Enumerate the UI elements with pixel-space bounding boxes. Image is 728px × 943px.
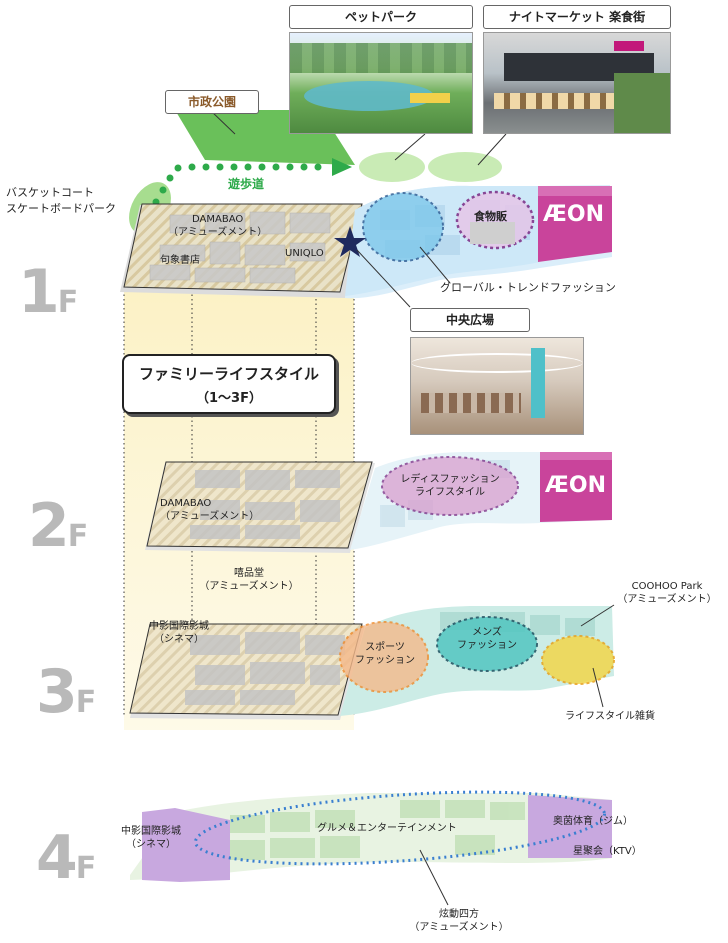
floor3-coohoo-line2: （アミューズメント）: [617, 594, 717, 605]
floor3-lifestyle-goods: ライフスタイル雑貨: [565, 711, 655, 722]
floor3-cinema: 中影国際影城 （シネマ）: [143, 620, 215, 646]
floor3-mens-line1: メンズ: [472, 627, 502, 638]
floor3-number: 3: [36, 657, 78, 727]
floor1-suffix: F: [57, 285, 78, 320]
family-floors: （1～3F）: [196, 391, 262, 406]
night-market-title: ナイトマーケット 楽食街: [483, 5, 671, 29]
aeon-block-1f: [538, 186, 612, 262]
floor4-cinema: 中影国際影城 （シネマ）: [112, 825, 190, 851]
floor3-xipin-line2: （アミューズメント）: [199, 581, 299, 592]
basketball-label-line1: バスケットコート: [6, 186, 94, 199]
city-park-title: 市政公園: [165, 90, 259, 114]
floor3-xipin-line1: 嘻品堂: [234, 568, 264, 579]
floor4-label: 4F: [36, 828, 96, 899]
central-plaza-star: [334, 226, 366, 257]
floor3-label: 3F: [36, 662, 96, 733]
floor1-damabao-line1: DAMABAO: [192, 214, 244, 225]
floor3-coohoo: COOHOO Park （アミューズメント）: [612, 580, 722, 606]
sports-zone: [339, 621, 429, 693]
floor3-sports-line2: ファッション: [355, 655, 415, 666]
pet-park-photo: [289, 32, 473, 134]
floor1-blocks: [149, 211, 331, 284]
floor4-number: 4: [36, 823, 78, 893]
floor1-number: 1: [18, 257, 60, 327]
pet-park-area: [359, 152, 425, 182]
floor4-xuandong-line1: 炫動四方: [439, 909, 479, 920]
floor2-damabao: DAMABAO （アミューズメント）: [160, 497, 259, 523]
lifestyle-goods-zone: [541, 635, 615, 685]
floor3-coohoo-line1: COOHOO Park: [631, 581, 703, 592]
night-market-photo: [483, 32, 671, 134]
floor1-bookstore: 句象書店: [160, 255, 200, 266]
floor2-suffix: F: [67, 519, 88, 554]
floor1-aeon-logo: ÆON: [543, 202, 604, 227]
floor2-damabao-line1: DAMABAO: [160, 498, 212, 509]
gourmet-zone: [193, 790, 607, 866]
ladies-zone: [381, 456, 519, 516]
floor3-sports: スポーツ ファッション: [350, 641, 420, 667]
family-title: ファミリーライフスタイル: [138, 365, 319, 383]
floor2-label: 2F: [28, 496, 88, 567]
floor4-ktv: 星聚会（KTV）: [573, 846, 642, 857]
floor3-suffix: F: [75, 685, 96, 720]
family-lifestyle-box: ファミリーライフスタイル （1～3F）: [122, 354, 336, 414]
floor2-aeon-logo: ÆON: [545, 473, 606, 498]
floor3-sports-line1: スポーツ: [365, 642, 405, 653]
floor1-damabao: DAMABAO （アミューズメント）: [168, 213, 267, 239]
cinema-block-4f: [142, 808, 230, 882]
basketball-label-line2: スケートボードパーク: [6, 202, 116, 215]
floor4-cinema-line2: （シネマ）: [126, 839, 176, 850]
floor2-ladies-line2: ライフスタイル: [415, 487, 485, 498]
floor3-cinema-line2: （シネマ）: [154, 634, 204, 645]
floor3-cinema-line1: 中影国際影城: [149, 621, 209, 632]
night-market-area: [428, 152, 502, 182]
floor4-gym: 奥茵体育（ジム）: [553, 816, 633, 827]
floor3-xipin: 嘻品堂 （アミューズメント）: [194, 567, 304, 593]
floor2-ladies: レディスファッション ライフスタイル: [394, 473, 506, 499]
floor3-blocks: [185, 632, 345, 705]
floor4-xuandong: 炫動四方 （アミューズメント）: [404, 908, 514, 934]
floor1-damabao-line2: （アミューズメント）: [168, 227, 268, 238]
floor4-xuandong-line2: （アミューズメント）: [409, 922, 509, 933]
central-plaza-title: 中央広場: [410, 308, 530, 332]
floor2-number: 2: [28, 491, 70, 561]
floor3-mens-line2: ファッション: [457, 640, 517, 651]
floor4-gourmet: グルメ＆エンターテインメント: [317, 823, 457, 834]
pet-park-title: ペットパーク: [289, 5, 473, 29]
walkway-label: 遊歩道: [228, 177, 265, 191]
floor3-mens: メンズ ファッション: [452, 626, 522, 652]
floor4-cinema-line1: 中影国際影城: [121, 826, 181, 837]
floor2-damabao-line2: （アミューズメント）: [160, 511, 260, 522]
floor1-uniqlo: UNIQLO: [285, 248, 324, 259]
aeon-block-2f: [540, 452, 612, 522]
central-plaza-photo: [410, 337, 584, 435]
gym-ktv-block: [528, 795, 612, 858]
floor1-label: 1F: [18, 262, 78, 333]
global-trend-zone: [362, 192, 444, 262]
floor2-blocks: [190, 470, 340, 539]
floor4-suffix: F: [75, 851, 96, 886]
floor1-global-trend: グローバル・トレンドファッション: [440, 281, 616, 294]
mens-zone: [436, 616, 538, 672]
floor1-food: 食物販: [474, 210, 507, 223]
floor2-ladies-line1: レディスファッション: [400, 474, 500, 485]
